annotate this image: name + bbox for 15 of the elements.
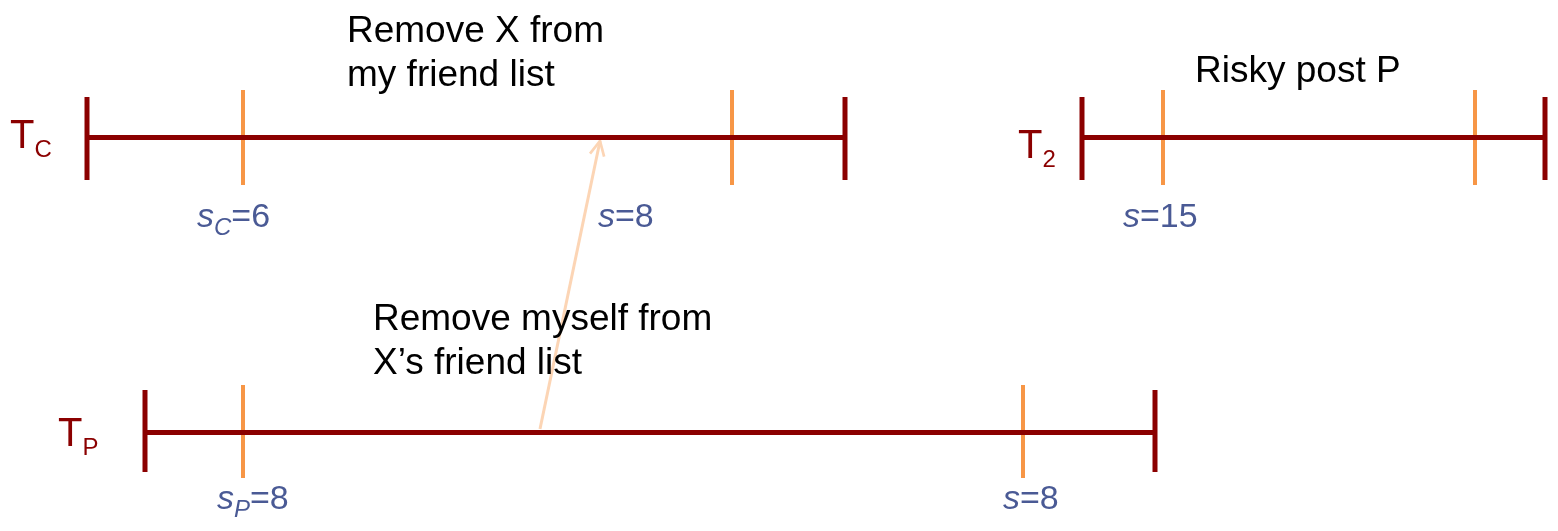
timeline-bar xyxy=(145,430,1155,435)
value-label: s$_{P}$=8 xyxy=(217,478,289,523)
action-note: Risky post P xyxy=(1195,48,1402,92)
timeline-label: T$_{P}$ xyxy=(58,410,99,461)
timeline-bar xyxy=(1082,135,1545,140)
action-note: Remove myself from X’s friend list xyxy=(373,296,714,384)
timeline-label: T$_{C}$ xyxy=(10,112,52,163)
value-label: s=8 xyxy=(1003,478,1059,517)
timeline-bar xyxy=(87,135,845,140)
timeline-label: T$_{2}$ xyxy=(1018,122,1056,173)
value-label: s$_{C}$=6 xyxy=(197,196,271,241)
value-label: s=15 xyxy=(1123,196,1198,235)
action-note: Remove X from my friend list xyxy=(347,8,605,96)
value-label: s=8 xyxy=(598,196,654,235)
arrow xyxy=(538,139,606,430)
